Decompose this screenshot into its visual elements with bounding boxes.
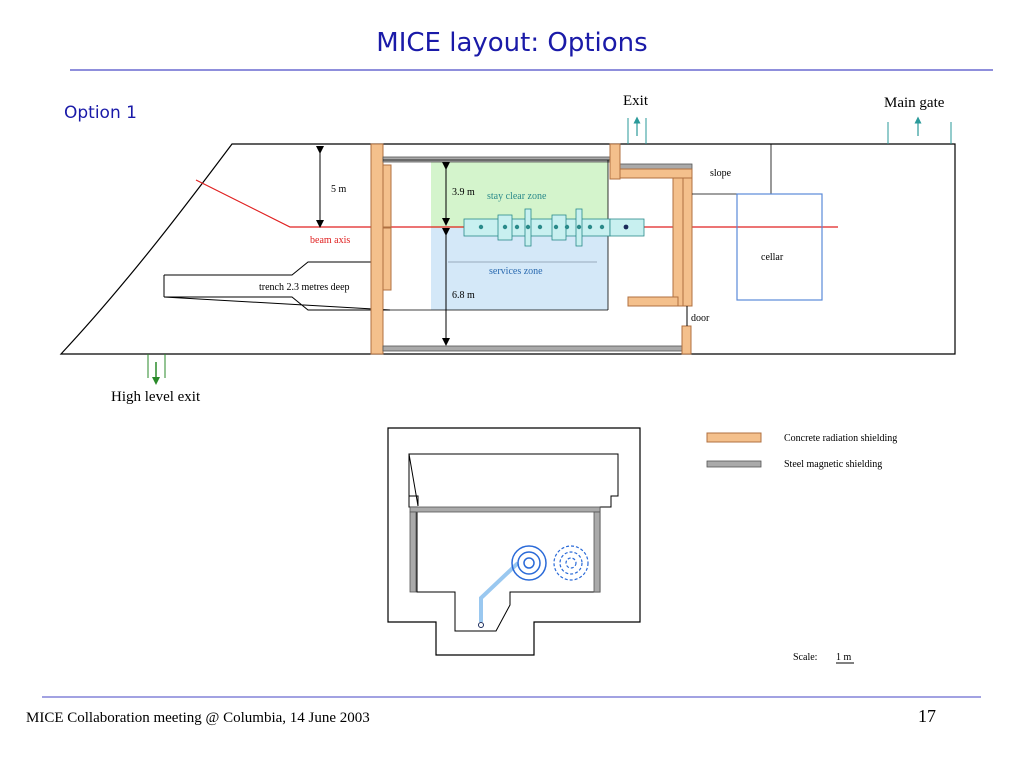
beam-axis-line [195, 179, 838, 228]
steel-top [382, 156, 612, 163]
hall-outline [59, 143, 956, 355]
door-label: door [691, 313, 710, 324]
cellar [736, 193, 823, 301]
scale-label: Scale: [793, 652, 817, 663]
concrete-wall-mid [609, 143, 621, 180]
legend-steel-swatch [706, 460, 762, 468]
main-gate-label: Main gate [884, 95, 945, 111]
concrete-wall-left [370, 143, 384, 355]
trench [163, 261, 391, 311]
beamline [463, 208, 645, 247]
footer-text: MICE Collaboration meeting @ Columbia, 1… [26, 710, 370, 726]
steel-bottom [382, 345, 684, 352]
dim-68m-label: 6.8 m [452, 290, 475, 301]
exit-label: Exit [623, 93, 649, 109]
beam-axis-label: beam axis [310, 235, 350, 246]
services-label: services zone [489, 266, 543, 277]
cellar-label: cellar [761, 252, 784, 263]
trench-label: trench 2.3 metres deep [259, 282, 350, 293]
stay-clear-label: stay clear zone [487, 191, 547, 202]
scale-value: 1 m [836, 652, 852, 663]
high-level-exit-label: High level exit [111, 389, 201, 405]
legend-concrete-label: Concrete radiation shielding [784, 433, 897, 444]
legend-concrete-swatch [706, 432, 762, 443]
dim-5m-label: 5 m [331, 184, 347, 195]
legend-steel-label: Steel magnetic shielding [784, 459, 882, 470]
slope-label: slope [710, 168, 732, 179]
slide-title: MICE layout: Options [376, 28, 648, 58]
page-number: 17 [918, 706, 936, 726]
dim-39m-label: 3.9 m [452, 187, 475, 198]
cross-section [387, 427, 641, 656]
concrete-wall-right [672, 177, 684, 307]
option-label: Option 1 [64, 103, 137, 123]
